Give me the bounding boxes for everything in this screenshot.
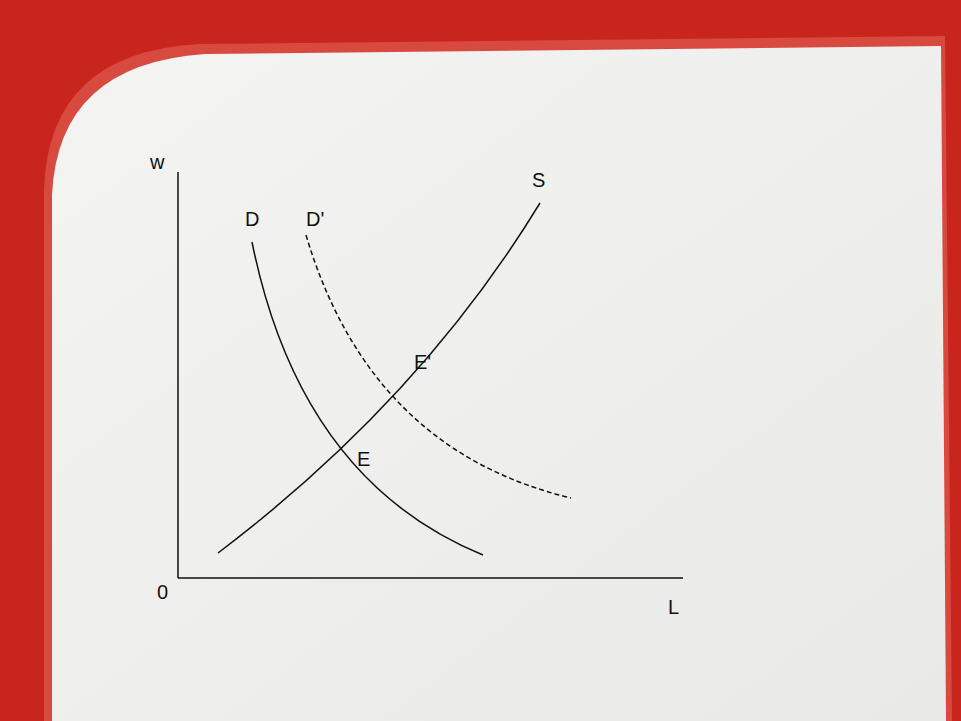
wage-axis	[177, 172, 179, 578]
frame-highlight	[44, 36, 952, 721]
axis-label: L	[668, 597, 679, 617]
demand-curve	[252, 242, 483, 555]
paper-panel	[52, 46, 946, 721]
point-label: E	[357, 449, 370, 469]
curve-label: D	[245, 209, 259, 229]
labor-axis	[178, 577, 683, 579]
origin-label: 0	[157, 582, 168, 602]
axis-label: w	[150, 152, 164, 172]
point-label: E'	[414, 352, 431, 372]
curve-label: D'	[306, 209, 324, 229]
shifted-demand-curve	[306, 235, 571, 498]
supply-curve	[218, 203, 540, 553]
curve-label: S	[532, 170, 545, 190]
